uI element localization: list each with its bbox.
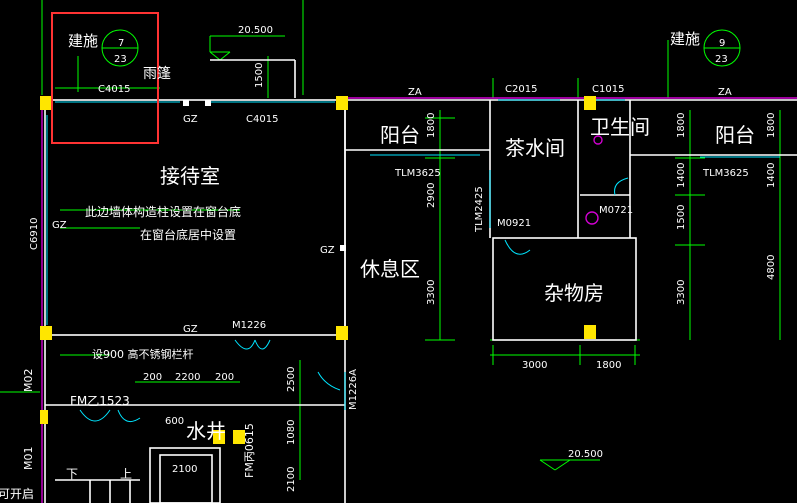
dim-1800: 1800: [426, 113, 437, 138]
dim-2200: 2200: [175, 372, 200, 383]
column-tag: GZ: [52, 220, 67, 231]
column-tag: GZ: [183, 324, 198, 335]
room-rest-area: 休息区: [360, 257, 420, 281]
dim-1080: 1080: [286, 420, 297, 445]
dim-1800: 1800: [596, 360, 621, 371]
door-tag-side: TLM2425: [474, 186, 485, 233]
section-symbol-left[interactable]: [101, 29, 139, 67]
railing-note: 设900 高不锈钢栏杆: [92, 347, 194, 361]
axis-lines: [41, 97, 797, 503]
gz-marker: [205, 100, 211, 106]
dim-2100b: 2100: [172, 464, 197, 475]
column-note-2: 在窗台底居中设置: [140, 227, 236, 242]
elevation-top: 20.500: [238, 25, 273, 36]
room-shaft: 水井: [186, 419, 226, 443]
column-note-1: 此边墙体构造柱设置在窗台底: [85, 204, 241, 219]
window-tag-side: C6910: [29, 218, 40, 250]
axis-tag: ZA: [718, 87, 732, 98]
window-tag: C4015: [246, 114, 278, 125]
door-tag: M1226: [232, 320, 266, 331]
section-symbol-right[interactable]: [703, 29, 741, 67]
dim-200: 200: [215, 372, 234, 383]
door-tag: TLM3625: [394, 168, 441, 179]
dim-4800: 4800: [766, 255, 777, 280]
dim-3300: 3300: [426, 280, 437, 305]
dim-2100: 2100: [286, 467, 297, 492]
stair-up: 上: [120, 467, 132, 481]
dim-600: 600: [165, 416, 184, 427]
door-tag: M0921: [497, 218, 531, 229]
dim-1500: 1500: [676, 205, 687, 230]
column-tag: GZ: [183, 114, 198, 125]
highlight-box[interactable]: [51, 12, 159, 144]
axis-tag: ZA: [408, 87, 422, 98]
door-m02: M02: [22, 369, 35, 393]
canopy-note: 雨篷: [143, 66, 171, 82]
room-toilet: 卫生间: [590, 115, 650, 139]
column-tag: GZ: [320, 245, 335, 256]
windows: [46, 99, 780, 423]
room-reception: 接待室: [160, 164, 220, 188]
symbol-num-right: 9: [719, 38, 725, 49]
fire-door-tag: FM乙1523: [70, 394, 130, 408]
dim-3300: 3300: [676, 280, 687, 305]
dim-2500: 2500: [286, 367, 297, 392]
dim-1400: 1400: [676, 163, 687, 188]
room-tea: 茶水间: [505, 136, 565, 160]
symbol-sheet-left: 23: [114, 54, 127, 65]
symbol-num-left: 7: [118, 38, 124, 49]
dim-1800: 1800: [766, 113, 777, 138]
columns: [40, 96, 596, 444]
open-note: 可开启: [0, 487, 34, 501]
room-storage: 杂物房: [544, 281, 604, 305]
symbol-sheet-right: 23: [715, 54, 728, 65]
dimension-lines: [0, 0, 781, 480]
door-tag: TLM3625: [702, 168, 749, 179]
gz-marker: [183, 100, 189, 106]
fire-door-tag-2: FM丙0615: [243, 423, 256, 478]
door-tag-side: M1226A: [348, 369, 359, 410]
window-tag: C1015: [592, 84, 624, 95]
room-balcony-right: 阳台: [715, 123, 755, 147]
stair-down: 下: [66, 467, 78, 481]
door-tag: M0721: [599, 205, 633, 216]
dim-1400: 1400: [766, 163, 777, 188]
room-balcony-left: 阳台: [380, 123, 420, 147]
stair-rails: [55, 479, 140, 503]
door-m01: M01: [22, 447, 35, 471]
dim-3000: 3000: [522, 360, 547, 371]
elevation-bottom: 20.500: [568, 449, 603, 460]
dim-200: 200: [143, 372, 162, 383]
window-tag: C4015: [98, 84, 130, 95]
dim-1800: 1800: [676, 113, 687, 138]
dim-2900: 2900: [426, 183, 437, 208]
window-tag: C2015: [505, 84, 537, 95]
sheet-label-right: 建施: [670, 30, 700, 48]
dim-1500: 1500: [254, 63, 265, 88]
sheet-label-left: 建施: [68, 32, 98, 50]
gz-marker: [340, 245, 346, 251]
